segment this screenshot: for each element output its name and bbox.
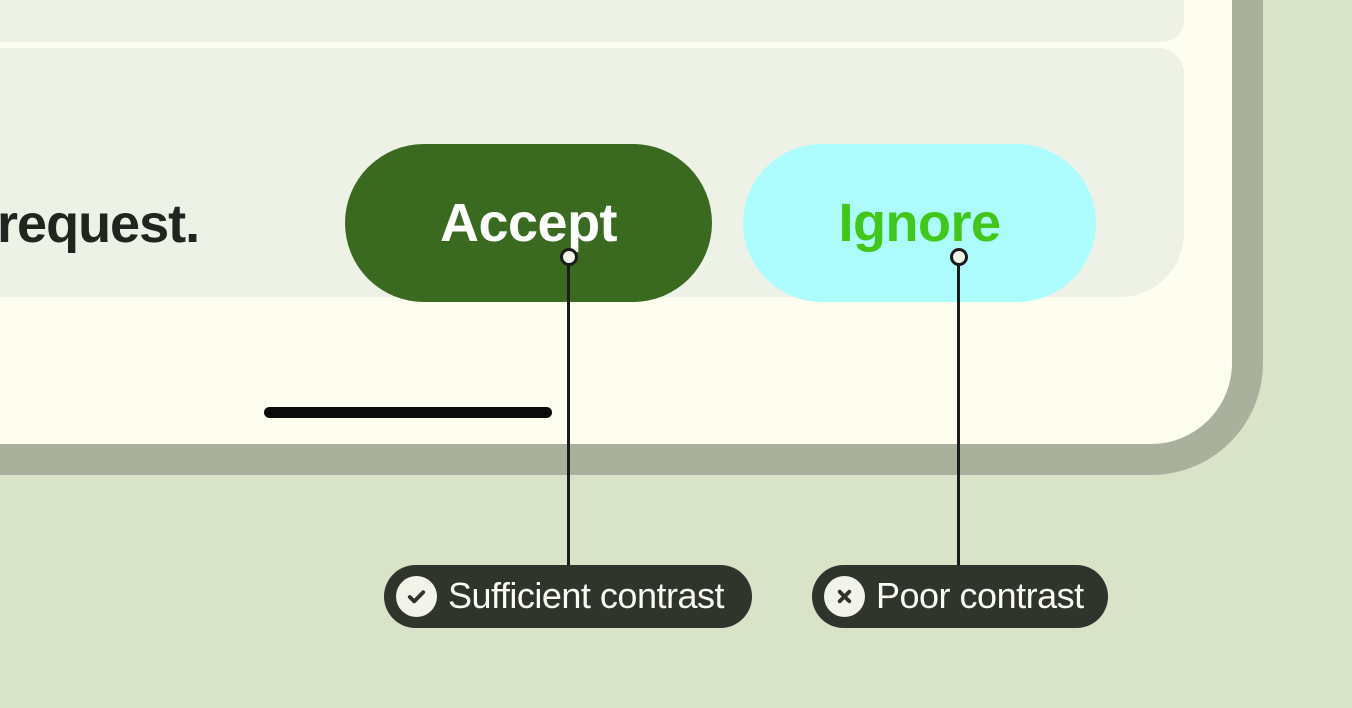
accept-connector-line bbox=[567, 265, 570, 566]
home-indicator-bar[interactable] bbox=[264, 407, 552, 418]
accept-button-label: Accept bbox=[439, 193, 618, 253]
ignore-connector-line bbox=[957, 265, 960, 566]
message-text: a request. bbox=[0, 194, 200, 254]
ignore-connector-dot bbox=[950, 248, 968, 266]
sufficient-contrast-chip: Sufficient contrast bbox=[384, 565, 752, 628]
check-icon bbox=[396, 576, 437, 617]
sufficient-contrast-label: Sufficient contrast bbox=[448, 574, 725, 616]
ignore-button[interactable]: Ignore bbox=[743, 144, 1096, 302]
message-panel: a request. Accept Ignore bbox=[0, 48, 1184, 302]
x-icon bbox=[824, 576, 865, 617]
poor-contrast-label: Poor contrast bbox=[876, 574, 1084, 616]
message-panel-top bbox=[0, 0, 1184, 42]
accept-connector-dot bbox=[560, 248, 578, 266]
accept-button[interactable]: Accept bbox=[345, 144, 712, 302]
poor-contrast-chip: Poor contrast bbox=[812, 565, 1108, 628]
ignore-button-label: Ignore bbox=[838, 193, 1001, 253]
